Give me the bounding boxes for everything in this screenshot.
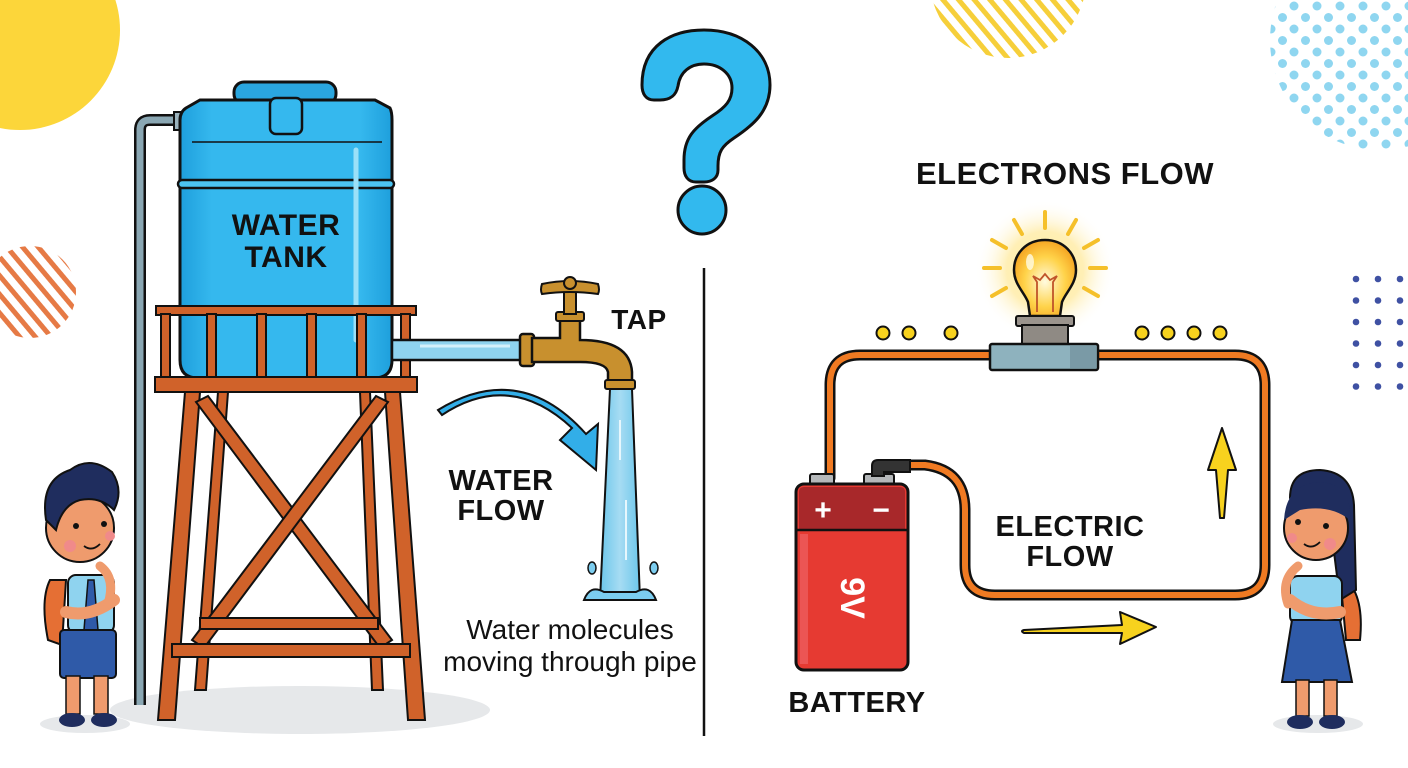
electron-dot — [875, 325, 891, 341]
electron-dot — [1134, 325, 1150, 341]
circuit-wire — [824, 349, 1271, 601]
water-flow-label-line2: FLOW — [457, 495, 545, 528]
electron-dot — [901, 325, 917, 341]
electric-flow-label-line2: FLOW — [1026, 541, 1114, 574]
battery-icon — [794, 459, 911, 672]
boy-student-figure — [40, 462, 130, 733]
decoration-dot — [1352, 318, 1360, 326]
tap-icon — [518, 276, 636, 390]
decoration-blue-dots — [1270, 0, 1408, 150]
tower-shadow — [110, 686, 490, 734]
electric-flow-arrow-right — [1021, 611, 1157, 645]
electric-flow-label: ELECTRIC FLOW — [980, 512, 1160, 573]
decoration-dot — [1396, 340, 1404, 347]
tower-frame — [156, 391, 427, 721]
light-bulb-icon — [982, 210, 1108, 346]
water-tank-label-line2: TANK — [244, 240, 328, 274]
decoration-dot — [1396, 318, 1404, 326]
decoration-dot — [1396, 275, 1404, 283]
decoration-navy-dots — [1352, 275, 1404, 390]
electrons-right — [1134, 325, 1228, 341]
decoration-orange-stripes — [0, 246, 76, 338]
electrons-flow-label: ELECTRONS FLOW — [915, 156, 1215, 191]
bulb-holder — [988, 342, 1100, 372]
decoration-dot — [1374, 340, 1382, 347]
decoration-dot — [1352, 340, 1360, 347]
decoration-dot — [1396, 383, 1404, 390]
girl-student-figure — [1273, 468, 1363, 733]
water-tank-label: WATER TANK — [214, 210, 358, 273]
decoration-dot — [1396, 297, 1404, 304]
electron-dot — [1160, 325, 1176, 341]
electric-flow-label-line1: ELECTRIC — [995, 511, 1145, 543]
decoration-dot — [1374, 297, 1382, 304]
decoration-dot — [1396, 361, 1404, 369]
electric-flow-arrow-up — [1207, 427, 1237, 519]
decoration-yellow-circle — [0, 0, 120, 130]
water-stream — [582, 388, 659, 601]
electrons-left — [875, 325, 959, 341]
electron-dot — [1212, 325, 1228, 341]
decoration-dot — [1374, 318, 1382, 326]
battery-voltage-label: 9V — [833, 577, 871, 619]
outlet-pipe — [390, 338, 524, 362]
decoration-dot — [1374, 361, 1382, 369]
decoration-dot — [1352, 383, 1360, 390]
tap-label: TAP — [611, 304, 667, 335]
decoration-yellow-stripes — [930, 0, 1086, 58]
decoration-dot — [1374, 383, 1382, 390]
water-flow-label: WATER FLOW — [436, 466, 566, 527]
battery-minus-sign: − — [872, 494, 890, 527]
electron-dot — [943, 325, 959, 341]
battery-label: BATTERY — [788, 687, 926, 719]
water-tank-label-line1: WATER — [231, 209, 341, 242]
question-mark-icon — [640, 28, 772, 236]
battery-plus-sign: + — [814, 494, 832, 527]
decoration-dot — [1352, 275, 1360, 283]
water-flow-label-line1: WATER — [448, 465, 554, 497]
decoration-dot — [1352, 361, 1360, 369]
electron-dot — [1186, 325, 1202, 341]
water-flow-arrow — [436, 388, 600, 473]
decoration-dot — [1374, 275, 1382, 283]
decoration-dot — [1352, 297, 1360, 304]
water-molecules-description: Water molecules moving through pipe — [443, 614, 697, 678]
